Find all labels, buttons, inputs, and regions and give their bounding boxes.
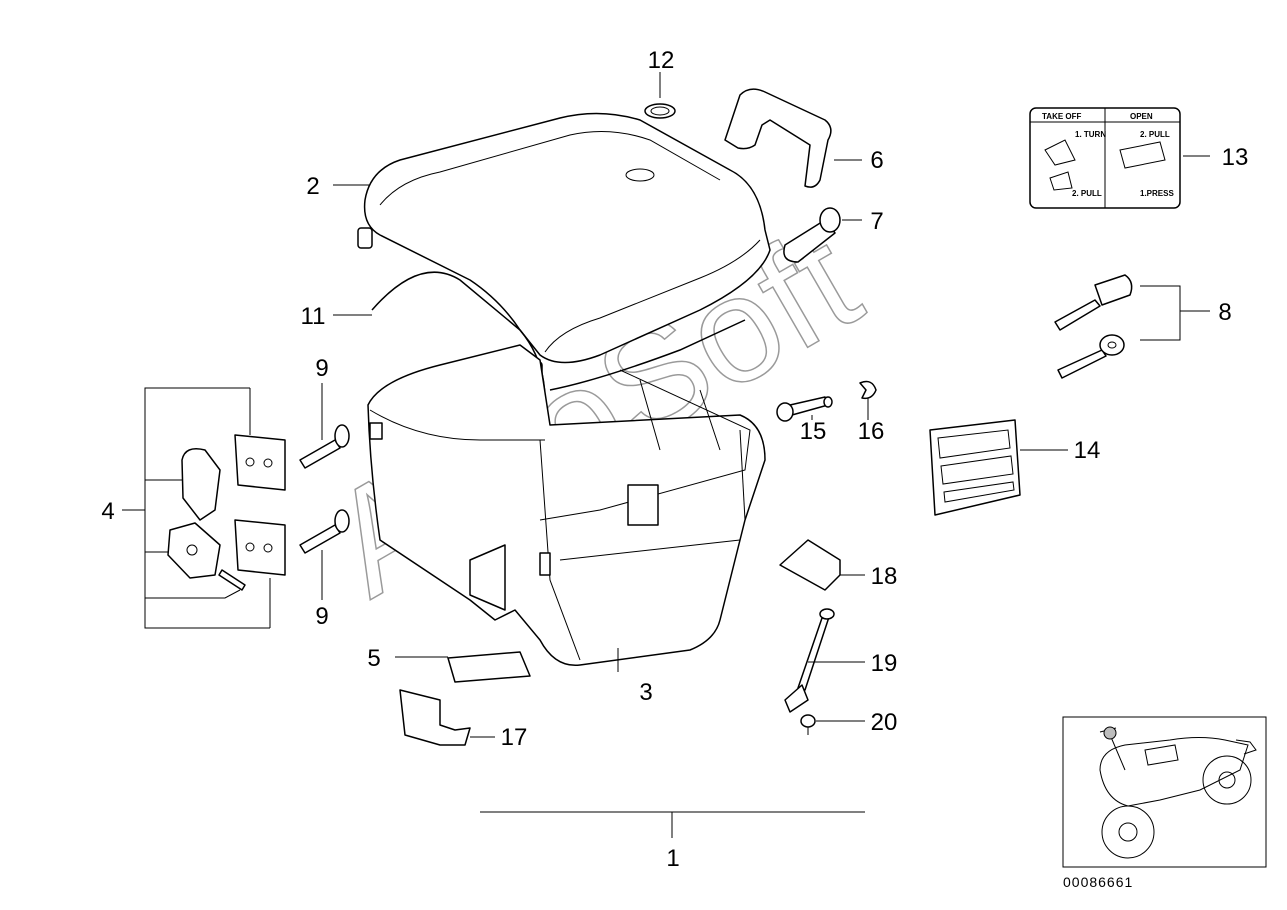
sticker-open-header: OPEN — [1130, 112, 1153, 121]
label-9-upper: 9 — [315, 355, 328, 382]
instruction-sticker-part: TAKE OFF OPEN 1. TURN 2. PULL 2. PULL 1.… — [1029, 107, 1181, 209]
sticker-pull-step-right: 2. PULL — [1140, 130, 1170, 139]
case-body-part — [367, 344, 766, 667]
label-11: 11 — [301, 303, 326, 330]
screw-lower-part — [299, 509, 350, 554]
label-20: 20 — [871, 709, 898, 736]
lock-cylinder-part — [783, 207, 841, 263]
wedge-part — [779, 539, 841, 591]
motorcycle-thumbnail — [1062, 716, 1267, 868]
reflector-part — [929, 419, 1021, 516]
label-9-lower: 9 — [315, 603, 328, 630]
label-8: 8 — [1218, 299, 1231, 326]
label-5: 5 — [367, 645, 380, 672]
screw-upper-part — [299, 424, 350, 469]
label-7: 7 — [870, 208, 883, 235]
keys-part — [1054, 274, 1133, 379]
bracket-part — [399, 689, 471, 746]
label-14: 14 — [1074, 437, 1101, 464]
label-15: 15 — [800, 418, 827, 445]
label-16: 16 — [858, 418, 885, 445]
handle-part — [724, 88, 832, 188]
sticker-pull-step-left: 2. PULL — [1072, 189, 1102, 198]
part-labels: 12 2 6 7 13 8 11 9 15 16 14 4 9 18 5 19 … — [101, 47, 1248, 872]
label-17: 17 — [501, 724, 528, 751]
small-screw-part — [800, 714, 816, 735]
drawing-number: 00086661 — [1063, 874, 1133, 890]
label-3: 3 — [639, 679, 652, 706]
label-19: 19 — [871, 650, 898, 677]
bolt-part — [776, 396, 833, 422]
leader-lines — [122, 72, 1210, 838]
label-12: 12 — [648, 47, 675, 74]
pad-lower-part — [234, 519, 286, 576]
pad-upper-part — [234, 434, 286, 491]
hinge-set-part — [167, 448, 246, 591]
label-6: 6 — [870, 147, 883, 174]
label-1: 1 — [666, 845, 679, 872]
label-2: 2 — [306, 173, 319, 200]
label-13: 13 — [1222, 144, 1249, 171]
emblem-part — [644, 103, 676, 119]
label-18: 18 — [871, 563, 898, 590]
sticker-turn-step: 1. TURN — [1075, 130, 1106, 139]
rubber-pad-part — [447, 651, 531, 683]
label-4: 4 — [101, 498, 114, 525]
clip-part — [859, 380, 877, 400]
sticker-takeoff-header: TAKE OFF — [1042, 112, 1082, 121]
stay-part — [784, 608, 835, 713]
sticker-press-step: 1.PRESS — [1140, 189, 1174, 198]
